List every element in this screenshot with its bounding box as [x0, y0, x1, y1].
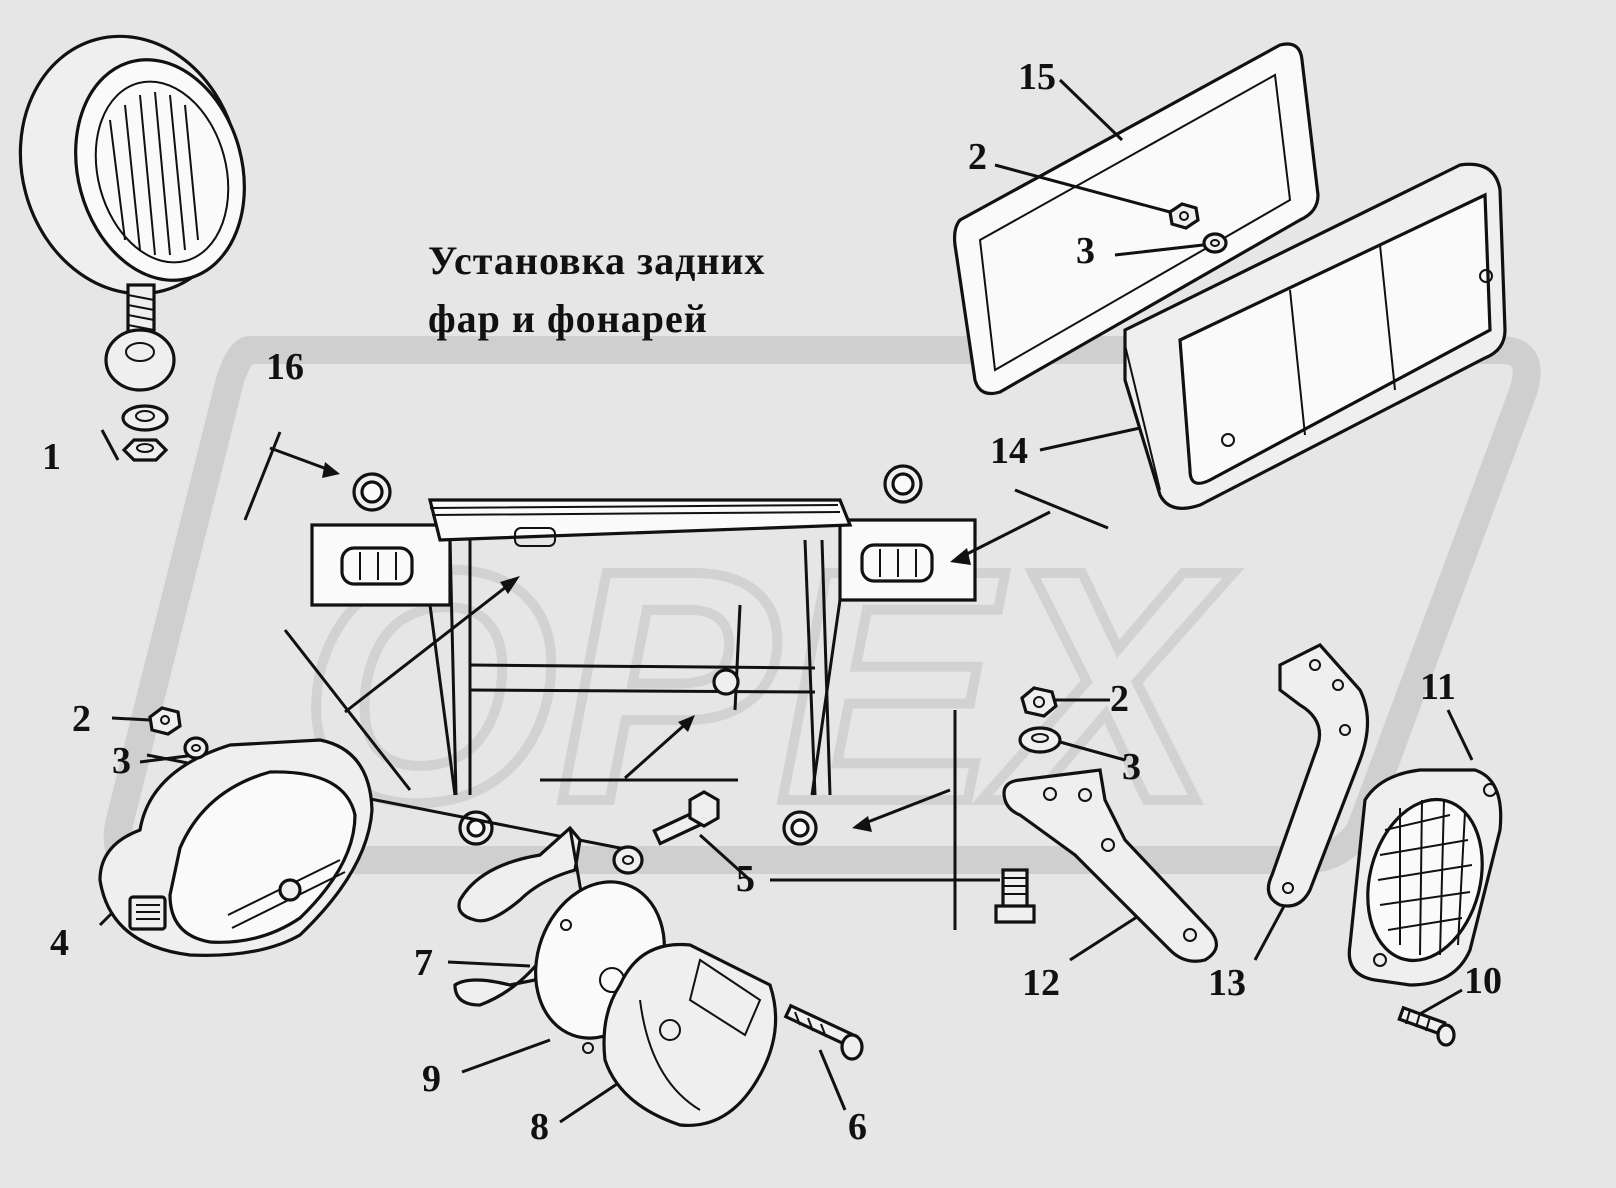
diagram-title: Установка задних фар и фонарей [428, 232, 765, 348]
callout-16: 16 [266, 346, 304, 388]
part-5-bolt-left [652, 790, 720, 846]
callout-3-left: 3 [112, 740, 131, 782]
callout-6: 6 [848, 1106, 867, 1148]
part-4-side-lamp [98, 738, 374, 957]
callout-3-top: 3 [1076, 230, 1095, 272]
title-line-1: Установка задних [428, 238, 766, 283]
part-3-washer-top [1202, 232, 1228, 254]
callout-11: 11 [1420, 666, 1456, 708]
part-13-bracket [1266, 643, 1370, 908]
part-14-rear-lamp [1123, 162, 1507, 510]
part-2-nut-right [1020, 686, 1058, 718]
callout-8: 8 [530, 1106, 549, 1148]
bumper-assembly [310, 464, 977, 846]
callout-12: 12 [1022, 962, 1060, 1004]
part-11-grilled-lamp [1347, 768, 1503, 987]
callout-2-left: 2 [72, 698, 91, 740]
part-3-washer-mid [612, 845, 644, 875]
callout-14: 14 [990, 430, 1028, 472]
callout-2-top: 2 [968, 136, 987, 178]
callout-3-right: 3 [1122, 746, 1141, 788]
title-line-2: фар и фонарей [428, 296, 708, 341]
part-5-bolt-right [994, 868, 1036, 924]
callout-15: 15 [1018, 56, 1056, 98]
callout-10: 10 [1464, 960, 1502, 1002]
part-12-bracket [1002, 768, 1218, 963]
part-6-screw [783, 1003, 864, 1061]
callout-5: 5 [736, 858, 755, 900]
part-10-screw [1397, 1005, 1456, 1047]
callout-1: 1 [42, 436, 61, 478]
part-1-headlight [18, 34, 246, 462]
part-3-washer-right [1018, 726, 1062, 754]
callout-13: 13 [1208, 962, 1246, 1004]
callout-2-right: 2 [1110, 678, 1129, 720]
callout-4: 4 [50, 922, 69, 964]
callout-9: 9 [422, 1058, 441, 1100]
part-3-washer-left [183, 736, 209, 760]
part-15-frame-gasket [952, 42, 1320, 396]
part-2-nut-top [1168, 202, 1200, 230]
part-8-socket [602, 942, 778, 1128]
part-2-nut-left [148, 706, 182, 736]
callout-7: 7 [414, 942, 433, 984]
